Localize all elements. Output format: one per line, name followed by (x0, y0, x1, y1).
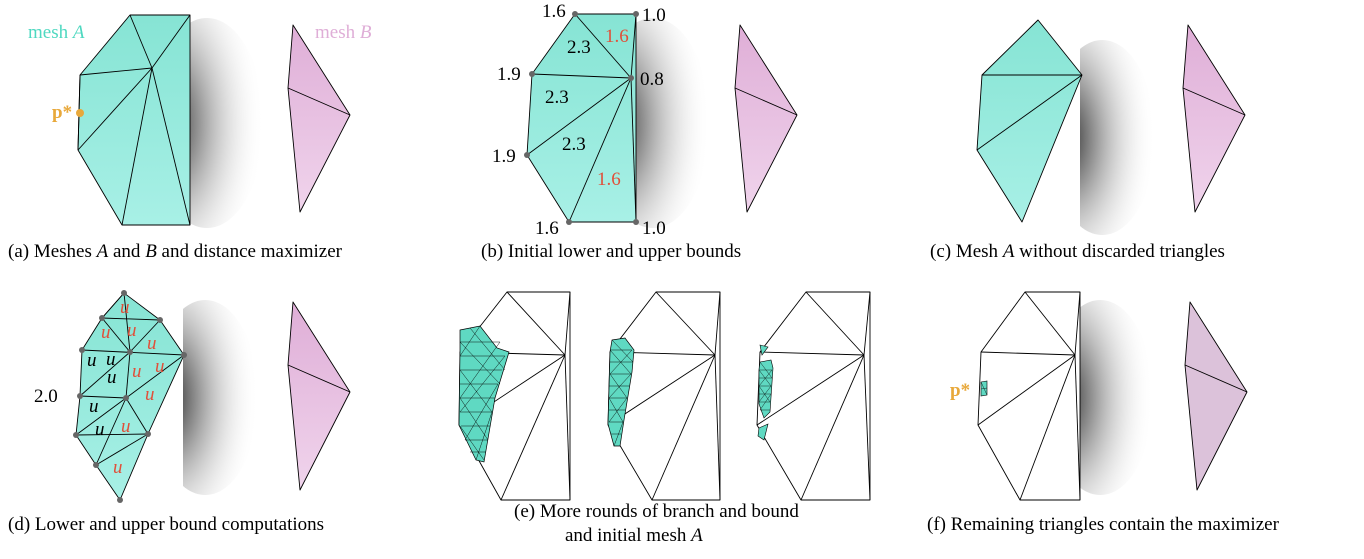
triangle-value-red-1: 1.6 (605, 26, 629, 47)
mesh-a-shape (77, 14, 191, 226)
vertex-value-bottom-right: 1.0 (642, 218, 666, 239)
panel-a: p* mesh A mesh B (a) Meshes A and B and … (8, 14, 372, 262)
mesh-b-shape (287, 24, 351, 213)
maximizer-point (76, 109, 84, 117)
vertex-value-top-left: 1.6 (542, 1, 566, 22)
maximizer-label-f: p* (950, 380, 970, 401)
svg-text:u: u (106, 349, 116, 370)
svg-text:u: u (89, 396, 99, 417)
triangle-value-3: 2.3 (562, 134, 586, 155)
svg-text:u: u (101, 322, 111, 343)
u-labels: u u u u u u u u u u u u u u (87, 297, 165, 478)
vertex-value-center: 0.8 (640, 69, 664, 90)
panel-f: p* (f) Remaining triangles contain the m… (927, 291, 1280, 535)
svg-text:u: u (121, 416, 131, 437)
triangle-value-2: 2.3 (545, 87, 569, 108)
caption-f: (f) Remaining triangles contain the maxi… (927, 514, 1280, 535)
triangle-value-red-2: 1.6 (597, 169, 621, 190)
svg-text:u: u (87, 350, 97, 371)
wire-mesh-1 (458, 291, 571, 501)
vertex-value-upper-left: 1.9 (497, 64, 521, 85)
svg-text:u: u (132, 361, 142, 382)
mesh-a-reduced (976, 19, 1083, 223)
wire-mesh-f (977, 291, 1081, 501)
vertex-dots-b (524, 11, 639, 225)
vertex-value-lower-left: 1.9 (492, 146, 516, 167)
panel-b: 1.6 1.0 1.9 0.8 1.9 1.6 1.0 2.3 2.3 2.3 … (481, 1, 798, 262)
vertex-dots-d (73, 290, 187, 503)
svg-text:u: u (147, 333, 157, 354)
panel-e: (e) More rounds of branch and bound and … (458, 291, 871, 546)
caption-a: (a) Meshes A and B and distance maximize… (8, 241, 343, 262)
svg-text:u: u (155, 356, 165, 377)
vertex-value-top-right: 1.0 (642, 5, 666, 26)
mesh-b-shape-b (734, 24, 798, 213)
mesh-b-shape-f (1184, 301, 1248, 491)
caption-b: (b) Initial lower and upper bounds (481, 241, 741, 262)
mesh-a-label: mesh A (28, 22, 85, 43)
triangle-value-1: 2.3 (567, 37, 591, 58)
caption-e-line2: and initial mesh A (565, 525, 703, 546)
svg-text:u: u (95, 419, 105, 440)
svg-text:u: u (127, 320, 137, 341)
vertex-value-d: 2.0 (34, 386, 58, 407)
mesh-a-refined (75, 292, 185, 501)
svg-text:u: u (107, 367, 117, 388)
mesh-b-label: mesh B (315, 22, 372, 43)
svg-text:u: u (113, 457, 123, 478)
maximizer-label: p* (52, 102, 72, 123)
svg-text:u: u (145, 384, 155, 405)
caption-d: (d) Lower and upper bound computations (8, 514, 324, 535)
wire-mesh-3 (756, 291, 871, 501)
svg-text:u: u (120, 297, 130, 318)
wire-mesh-2 (607, 291, 721, 501)
shadow-d (183, 300, 259, 495)
panel-d: 2.0 u u u u u u u u u u u u u u (d) Lowe… (8, 290, 351, 535)
mesh-b-shape-d (287, 301, 351, 491)
caption-e-line1: (e) More rounds of branch and bound (514, 501, 799, 522)
caption-c: (c) Mesh A without discarded triangles (930, 241, 1225, 262)
mesh-b-shape-c (1182, 24, 1246, 213)
vertex-value-bottom-left: 1.6 (535, 218, 559, 239)
panel-c: (c) Mesh A without discarded triangles (930, 19, 1246, 262)
